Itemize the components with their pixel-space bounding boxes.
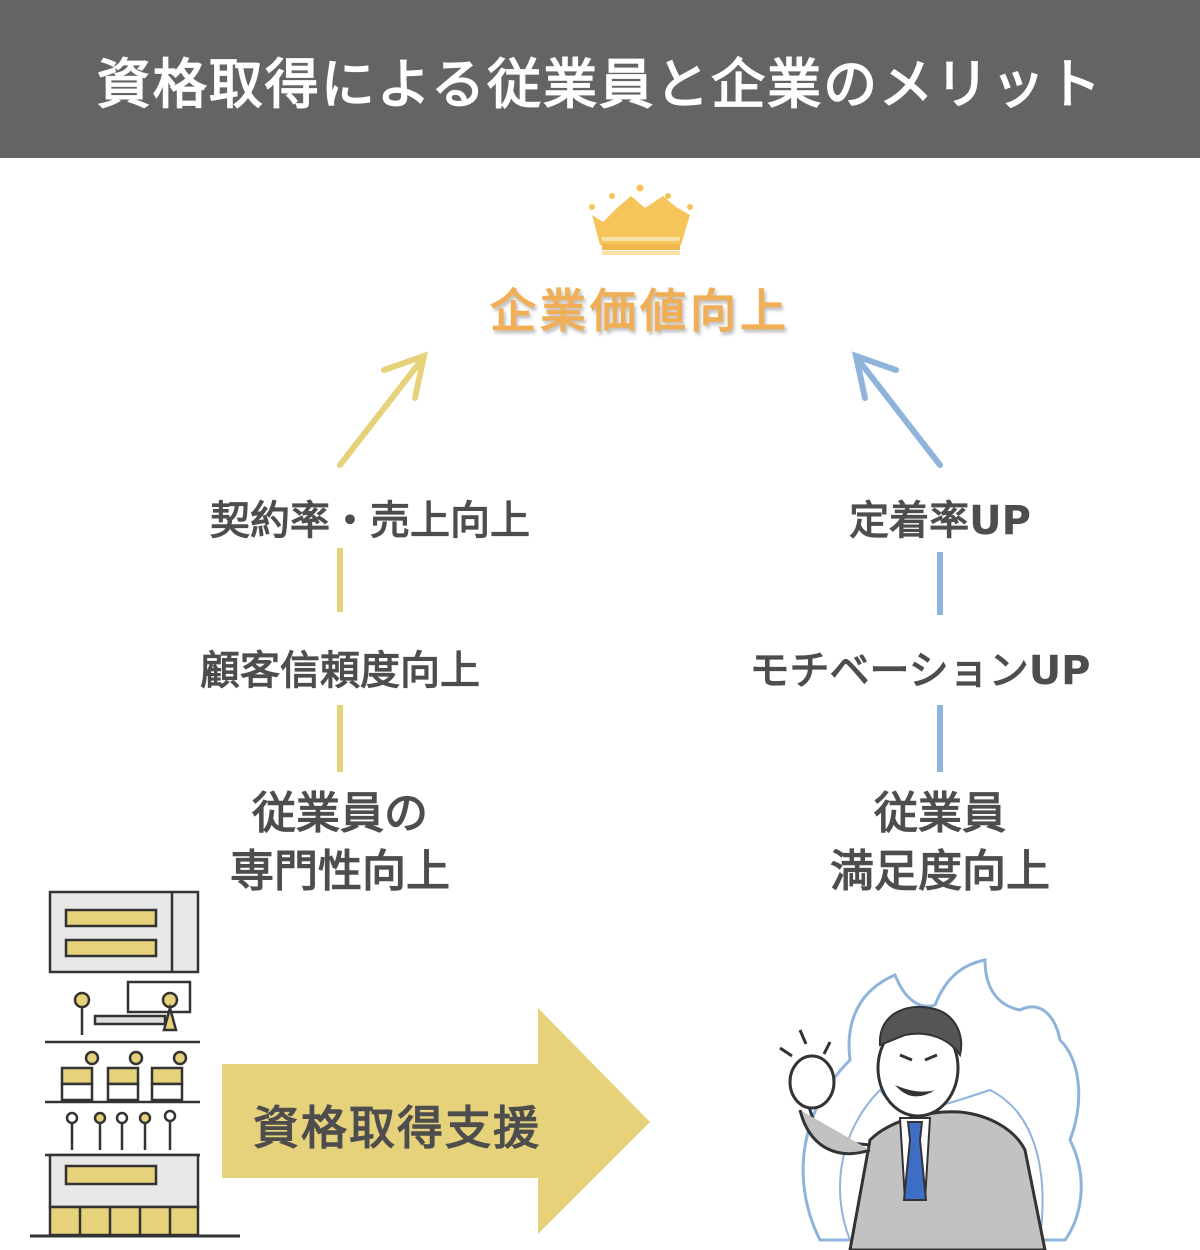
support-arrow-label: 資格取得支援 [253,1101,541,1155]
right-top-label: 定着率UP [849,498,1031,544]
left-middle-label: 顧客信頼度向上 [200,648,480,694]
right-bottom-line2: 満足度向上 [830,846,1050,897]
left-bottom-line1: 従業員の [252,788,428,839]
crown-icon [589,184,693,255]
right-arrow [851,351,943,468]
right-bottom-label: 従業員 満足度向上 [760,785,1120,901]
office-building-icon [30,890,240,1238]
right-middle-label: モチベーションUP [749,648,1091,694]
page-title: 資格取得による従業員と企業のメリット [96,52,1104,116]
goal-label: 企業価値向上 [490,284,790,338]
motivated-businessman-icon [779,958,1083,1250]
support-arrow [222,1008,650,1234]
left-top-label: 契約率・売上向上 [210,498,530,544]
header-bar: 資格取得による従業員と企業のメリット [0,0,1200,158]
left-arrow [337,351,429,468]
right-bottom-line1: 従業員 [874,788,1006,839]
left-bottom-line2: 専門性向上 [230,846,450,897]
left-bottom-label: 従業員の 専門性向上 [150,785,530,901]
